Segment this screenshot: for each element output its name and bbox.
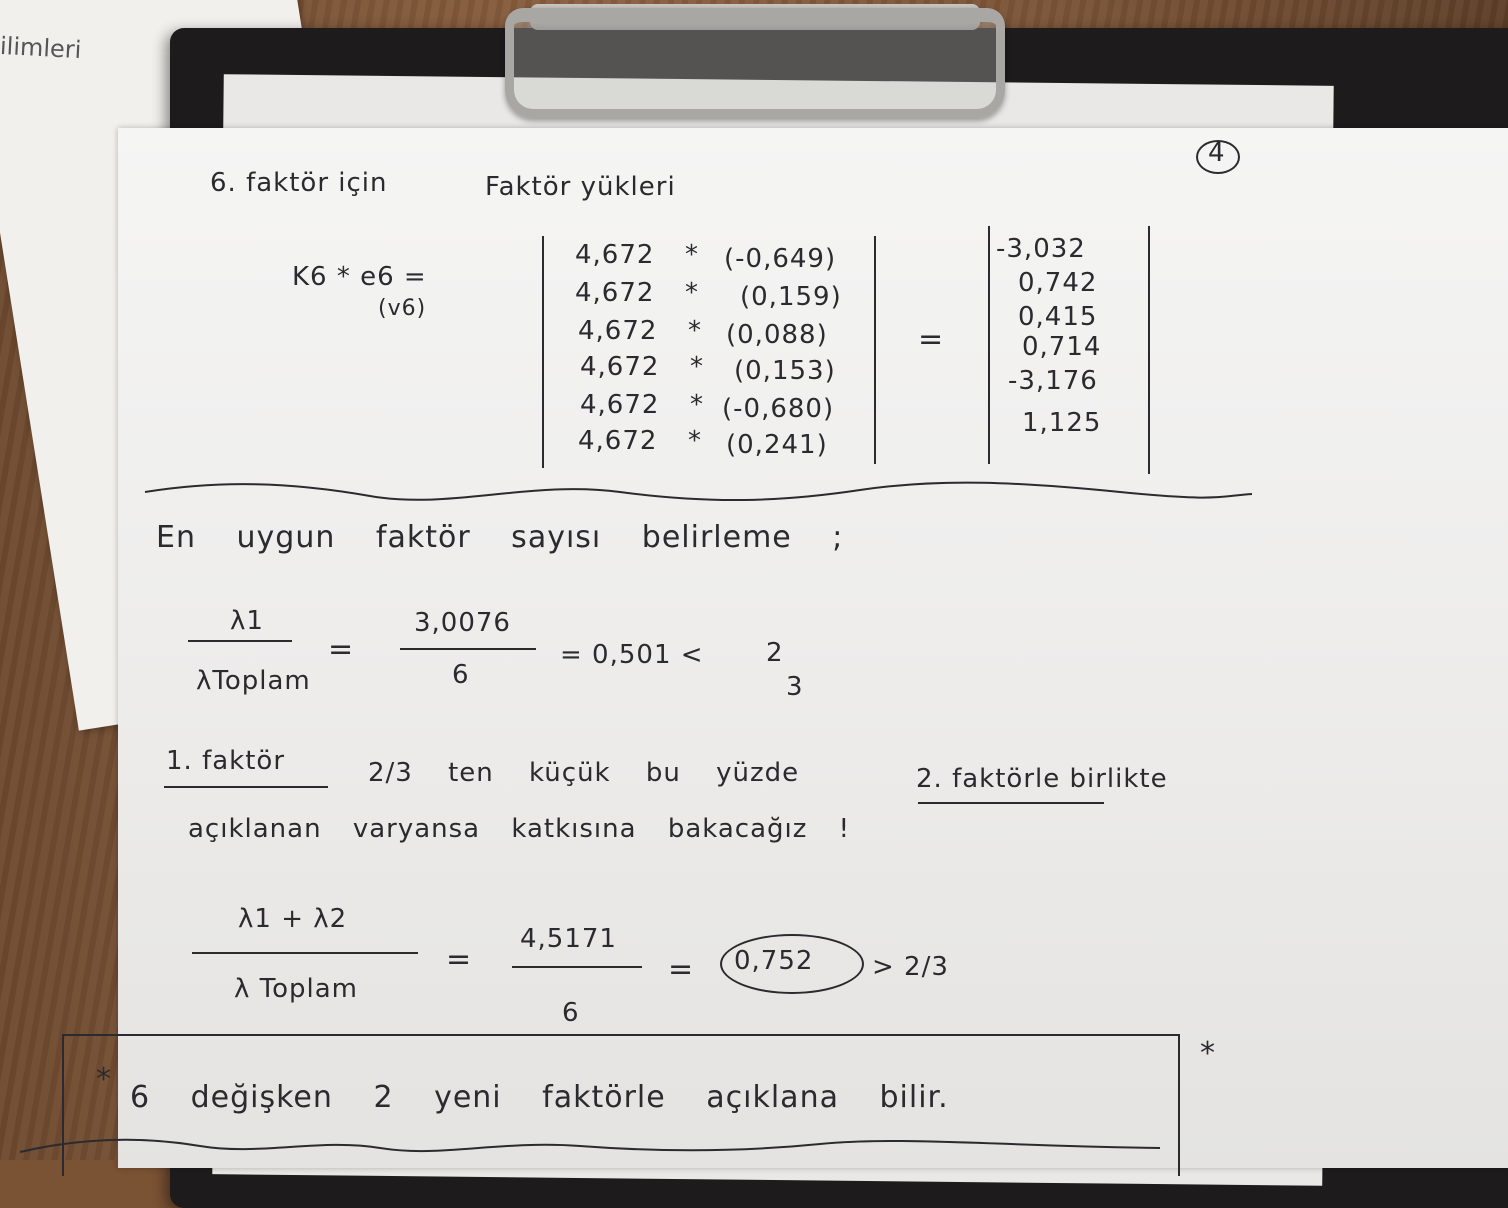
eq1-fraction-bar <box>188 640 292 642</box>
eq2-fraction-bar <box>192 952 418 954</box>
loading-eigenvector-value: (0,241) <box>726 430 828 460</box>
result-value: -3,032 <box>996 234 1086 264</box>
eq2-value-bar <box>512 966 642 968</box>
eq2-cmp: > 2/3 <box>872 952 949 982</box>
eq1-frac-den: 6 <box>452 660 470 690</box>
result-left-bar <box>988 226 990 464</box>
eq1-result: = 0,501 < <box>560 640 704 670</box>
explanation-line1-b: 2/3 ten küçük bu yüzde <box>368 758 800 788</box>
underline-factor2 <box>918 802 1104 804</box>
loading-eigenvector-value: (-0,649) <box>724 244 837 274</box>
eq1-lambda-den: λToplam <box>196 666 311 696</box>
loading-operator: * <box>690 390 704 420</box>
section1-heading-a: 6. faktör için <box>210 168 388 198</box>
page-number: 4 <box>1208 138 1226 168</box>
result-value: 0,742 <box>1018 268 1098 298</box>
conclusion-star: * <box>96 1062 112 1097</box>
loading-lhs: K6 * e6 = <box>292 262 427 292</box>
loading-operator: * <box>688 426 702 456</box>
conclusion-box <box>62 1034 1180 1176</box>
loading-operator: * <box>685 278 699 308</box>
underline-factor1 <box>164 786 328 788</box>
loading-operator: * <box>685 240 699 270</box>
explanation-line2: açıklanan varyansa katkısına bakacağız ! <box>188 814 851 844</box>
result-value: 0,415 <box>1018 302 1098 332</box>
wavy-divider <box>144 481 1253 502</box>
eq1-frac-num: 3,0076 <box>414 608 511 638</box>
matrix-left-bar <box>542 236 544 468</box>
eq2-frac-den: 6 <box>562 998 580 1028</box>
side-star: * <box>1200 1036 1216 1071</box>
loading-eigenvector-value: (0,153) <box>734 356 836 386</box>
eq1-equals: = <box>328 632 355 667</box>
eq2-equals: = <box>446 942 473 977</box>
section2-title: En uygun faktör sayısı belirleme ; <box>156 520 844 555</box>
eq2-lambda-num: λ1 + λ2 <box>238 904 348 934</box>
loading-eigenvector-value: (-0,680) <box>722 394 835 424</box>
eq2-result: 0,752 <box>734 946 814 976</box>
loading-multiplier: 4,672 <box>578 316 658 346</box>
eq2-equals-2: = <box>668 952 695 987</box>
eq1-cmp-num: 2 <box>766 638 784 668</box>
loading-lhs-sub: (v6) <box>378 296 427 321</box>
loading-multiplier: 4,672 <box>578 426 658 456</box>
explanation-line1-a: 1. faktör <box>166 746 286 776</box>
matrix-right-bar <box>874 236 876 464</box>
notebook-sheet <box>118 128 1508 1168</box>
explanation-line1-c: 2. faktörle birlikte <box>916 764 1168 794</box>
eq2-frac-num: 4,5171 <box>520 924 617 954</box>
result-value: 1,125 <box>1022 408 1102 438</box>
result-right-bar <box>1148 226 1150 474</box>
section1-heading-b: Faktör yükleri <box>485 172 676 202</box>
bottom-wavy-line <box>20 1138 1161 1153</box>
loading-eigenvector-value: (0,159) <box>740 282 842 312</box>
eq1-lambda-num: λ1 <box>230 606 264 636</box>
result-circle <box>720 934 864 994</box>
loading-multiplier: 4,672 <box>580 352 660 382</box>
background-paper-label: ilimleri <box>0 31 83 65</box>
conclusion-text: 6 değişken 2 yeni faktörle açıklana bili… <box>130 1080 949 1115</box>
loading-eigenvector-value: (0,088) <box>726 320 828 350</box>
matrix-equals: = <box>918 322 945 357</box>
loading-multiplier: 4,672 <box>575 240 655 270</box>
eq2-lambda-den: λ Toplam <box>234 974 359 1004</box>
loading-multiplier: 4,672 <box>575 278 655 308</box>
loading-operator: * <box>690 352 704 382</box>
eq1-cmp-den: 3 <box>786 672 804 702</box>
page-number-circle <box>1196 140 1240 174</box>
result-value: -3,176 <box>1008 366 1098 396</box>
loading-multiplier: 4,672 <box>580 390 660 420</box>
result-value: 0,714 <box>1022 332 1102 362</box>
metal-clip <box>505 8 1005 118</box>
eq1-value-bar <box>400 648 536 650</box>
loading-operator: * <box>688 316 702 346</box>
